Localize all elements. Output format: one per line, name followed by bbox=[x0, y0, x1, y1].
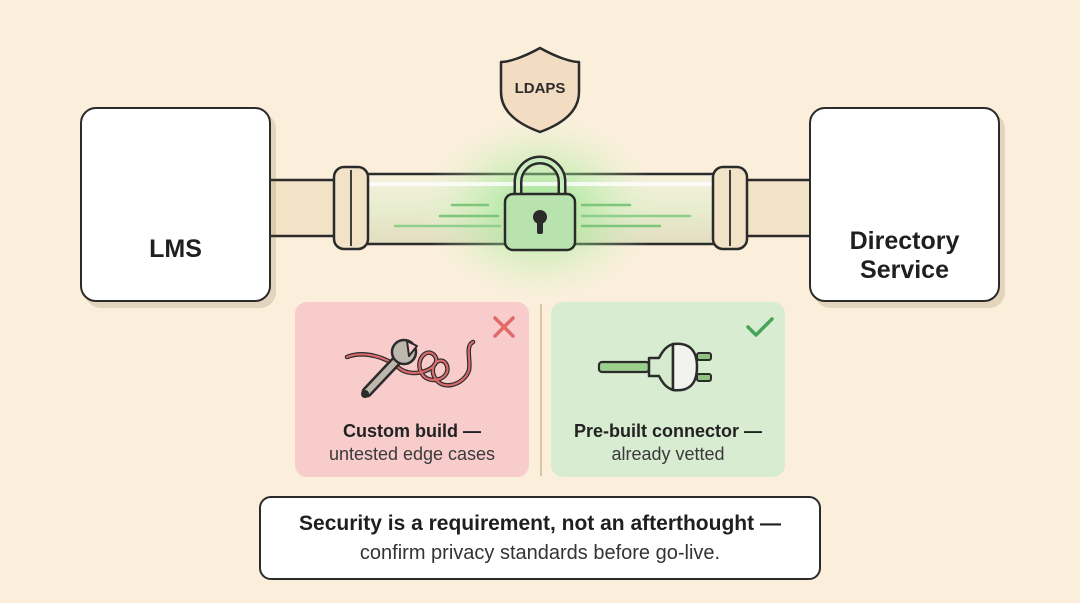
directory-label-line2: Service bbox=[860, 256, 949, 284]
prebuilt-connector-title: Pre-built connector — bbox=[573, 421, 762, 441]
options-divider bbox=[540, 304, 542, 476]
directory-service-node: Directory Service bbox=[809, 107, 1000, 302]
padlock-icon bbox=[503, 155, 577, 252]
check-mark-icon bbox=[746, 317, 774, 337]
prebuilt-connector-subtitle: already vetted bbox=[611, 444, 725, 464]
x-mark-icon bbox=[493, 316, 515, 338]
directory-service-label: Directory Service bbox=[811, 227, 998, 285]
plug-icon bbox=[597, 342, 712, 392]
directory-label-line1: Directory bbox=[849, 227, 960, 255]
custom-build-art bbox=[344, 316, 515, 398]
security-note-headline: Security is a requirement, not an aftert… bbox=[299, 512, 781, 535]
shield-icon bbox=[499, 46, 581, 134]
collar-right bbox=[711, 165, 749, 251]
prebuilt-connector-art bbox=[597, 317, 774, 392]
wrench-icon bbox=[361, 338, 418, 398]
pipe-right bbox=[738, 178, 814, 238]
lms-node: LMS bbox=[80, 107, 271, 302]
pipe-left bbox=[266, 178, 344, 238]
security-note: Security is a requirement, not an aftert… bbox=[259, 496, 821, 580]
protocol-label: LDAPS bbox=[514, 80, 566, 97]
security-note-detail: confirm privacy standards before go-live… bbox=[359, 542, 721, 564]
custom-build-option: Custom build — untested edge cases bbox=[295, 302, 529, 477]
tangled-cable-icon bbox=[344, 339, 476, 388]
prebuilt-connector-option: Pre-built connector — already vetted bbox=[551, 302, 785, 477]
lms-label: LMS bbox=[149, 235, 202, 263]
custom-build-title: Custom build — bbox=[343, 421, 481, 441]
custom-build-subtitle: untested edge cases bbox=[328, 444, 496, 464]
collar-left bbox=[332, 165, 370, 251]
